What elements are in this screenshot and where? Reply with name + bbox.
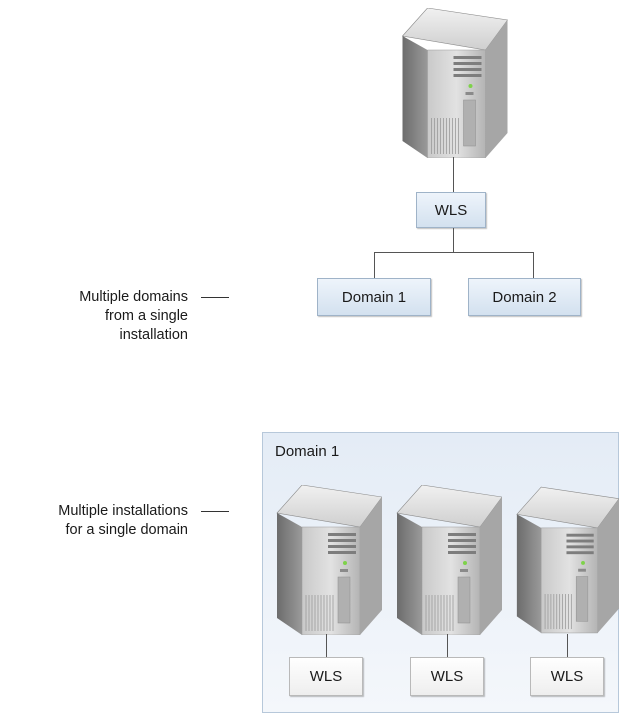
annotation-leader [201,297,229,298]
server-tower-icon [395,8,510,158]
connector-line [374,252,375,278]
annotation-leader [201,511,229,512]
connector-line [447,634,448,657]
server-tower-icon [272,485,382,635]
server-tower-icon [392,485,502,635]
server-tower-icon [512,485,619,635]
domain-2-box: Domain 2 [468,278,581,316]
domain-panel-title: Domain 1 [275,443,340,460]
annotation-multiple-domains: Multiple domains from a single installat… [79,289,188,343]
wls-box: WLS [289,657,363,696]
connector-line [533,252,534,278]
wls-box: WLS [530,657,604,696]
wls-box: WLS [416,192,486,228]
wls-box: WLS [410,657,484,696]
connector-line [567,634,568,657]
connector-line [326,634,327,657]
domain-1-box: Domain 1 [317,278,431,316]
connector-line [453,228,454,252]
connector-line [374,252,533,253]
annotation-multiple-installations: Multiple installations for a single doma… [58,503,188,538]
connector-line [453,157,454,193]
